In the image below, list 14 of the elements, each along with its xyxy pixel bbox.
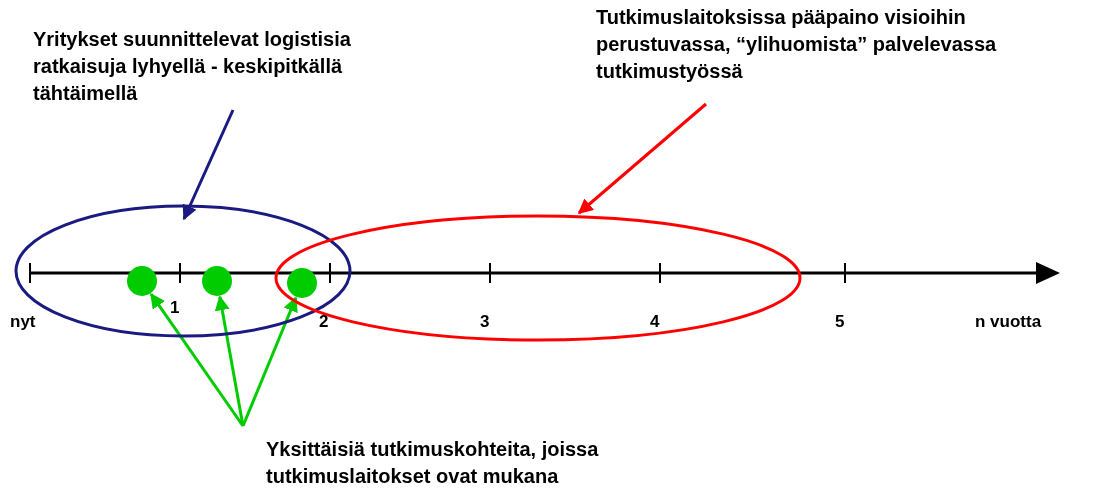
tick-label: 3: [480, 312, 490, 332]
tick-label: 4: [650, 312, 660, 332]
tick-label: n vuotta: [975, 312, 1042, 332]
annotation-text: Yksittäisiä tutkimuskohteita, joissa tutkimuslaitokset ovat mukana: [266, 436, 746, 490]
arrow: [182, 109, 235, 221]
tick-label: 2: [319, 312, 329, 332]
arrow: [577, 102, 707, 215]
annotation-text: Tutkimuslaitoksissa pääpaino visioihin perustuvassa, “ylihuomista” palvelevassa tutkimustyössä: [596, 4, 1101, 85]
tick-label: 5: [835, 312, 845, 332]
tick-label: 1: [170, 298, 180, 318]
arrow: [241, 296, 298, 427]
arrow: [214, 295, 245, 427]
annotation-text: Yritykset suunnittelevat logistisia ratkaisuja lyhyellä - keskipitkällä tähtäimellä: [33, 26, 443, 107]
tick-label: nyt: [10, 312, 36, 332]
